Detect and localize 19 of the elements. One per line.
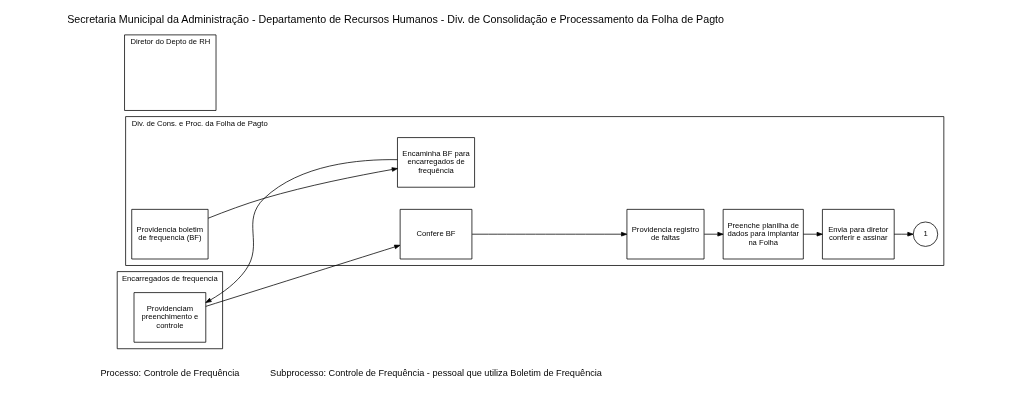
node-box: Confere BF [399,209,472,260]
arrow [703,231,723,237]
label: Subprocesso: Controle de Frequência - pessoal que utiliza Boletim de Frequência [269,367,602,378]
arrow [204,159,398,303]
arrow [207,167,398,219]
node-box: Envia para diretor conferir e assinar [821,209,895,260]
node-circle: 1 [912,221,938,247]
arrow [471,231,627,237]
node-box: Preenche planilha de dados para implantar na Folha [722,209,804,260]
node-box: Providencia registro de faltas [626,209,704,260]
node-box: Diretor do Depto de RH [123,34,216,111]
arrow [802,231,823,237]
node-box: Encaminha BF para encarregados de frequência [396,137,475,188]
arrow [893,231,913,237]
label: Processo: Controle de Frequência [99,367,239,378]
node-box: Providenciam preenchimento e controle [133,292,206,343]
diagram-title: Secretaria Municipal da Administração - Departamento de Recursos Humanos - Div. de Consolidação e Processamento da Folha de Pagto [66,12,724,25]
node-box: Providencia boletim de frequencia (BF) [130,209,208,260]
arrow [204,244,400,307]
